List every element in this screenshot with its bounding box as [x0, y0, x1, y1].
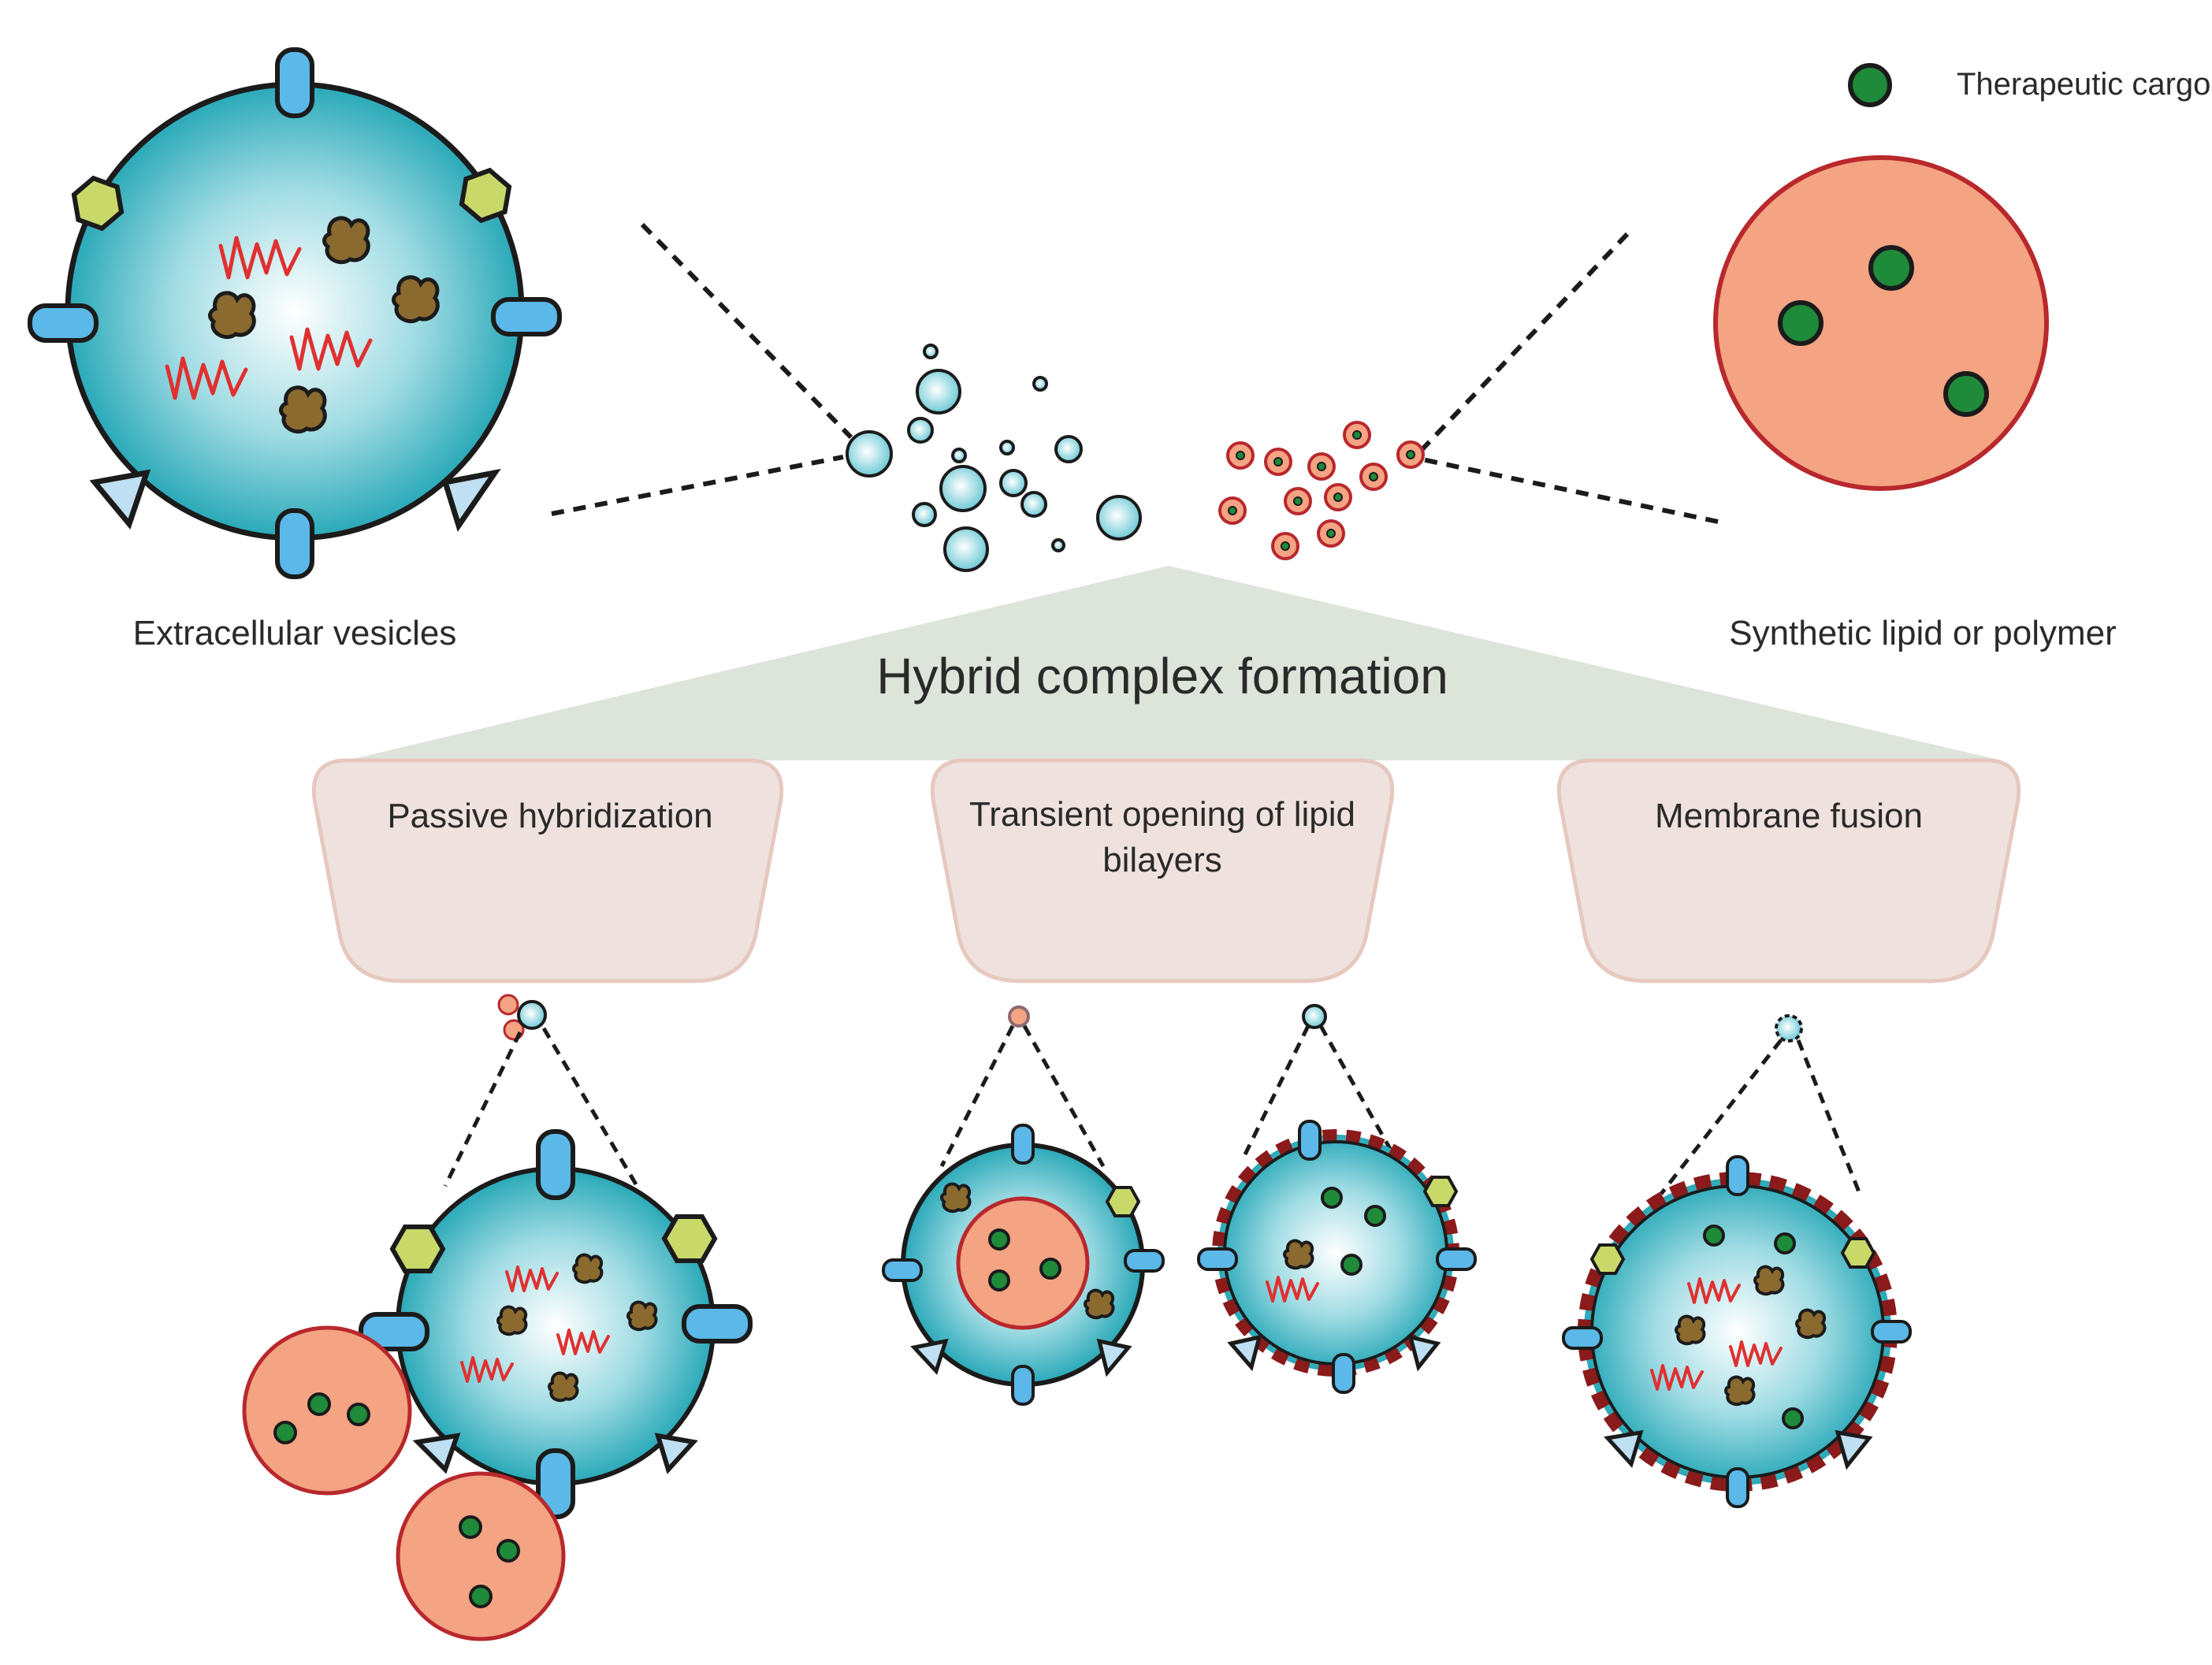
- legend: Therapeutic cargo: [1848, 63, 2210, 107]
- synthetic-particle-large: [1713, 155, 2049, 491]
- transient-hybrid-illustration-1: [882, 1005, 1165, 1406]
- passive-hybrid-illustration: [242, 994, 750, 1641]
- label-extracellular-vesicles: Extracellular vesicles: [133, 614, 457, 652]
- mechanism-box-transient: Transient opening of lipid bilayers: [930, 758, 1395, 983]
- zoom-lines-top: [551, 222, 1719, 524]
- label-synthetic: Synthetic lipid or polymer: [1729, 614, 2117, 652]
- extracellular-vesicle-large: [30, 50, 560, 577]
- small-vesicle-cluster: [846, 344, 1142, 572]
- banner-title: Hybrid complex formation: [876, 648, 1448, 704]
- mechanism-box-fusion: Membrane fusion: [1556, 758, 2021, 983]
- mechanism-label-transient-line1: Transient opening of lipid: [969, 795, 1355, 834]
- hybrid-banner: [347, 566, 2002, 760]
- fusion-hybrid-illustration: [1562, 1014, 1912, 1508]
- mechanism-label-passive: Passive hybridization: [387, 797, 712, 835]
- transient-hybrid-illustration-2: [1197, 1004, 1477, 1394]
- legend-cargo-swatch: [1848, 63, 1892, 107]
- mechanism-label-fusion: Membrane fusion: [1655, 797, 1923, 835]
- mechanism-label-transient-line2: bilayers: [1102, 841, 1222, 879]
- mechanism-box-passive: Passive hybridization: [311, 758, 784, 983]
- legend-cargo-label: Therapeutic cargo: [1957, 67, 2210, 102]
- small-synthetic-cluster: [1218, 421, 1425, 560]
